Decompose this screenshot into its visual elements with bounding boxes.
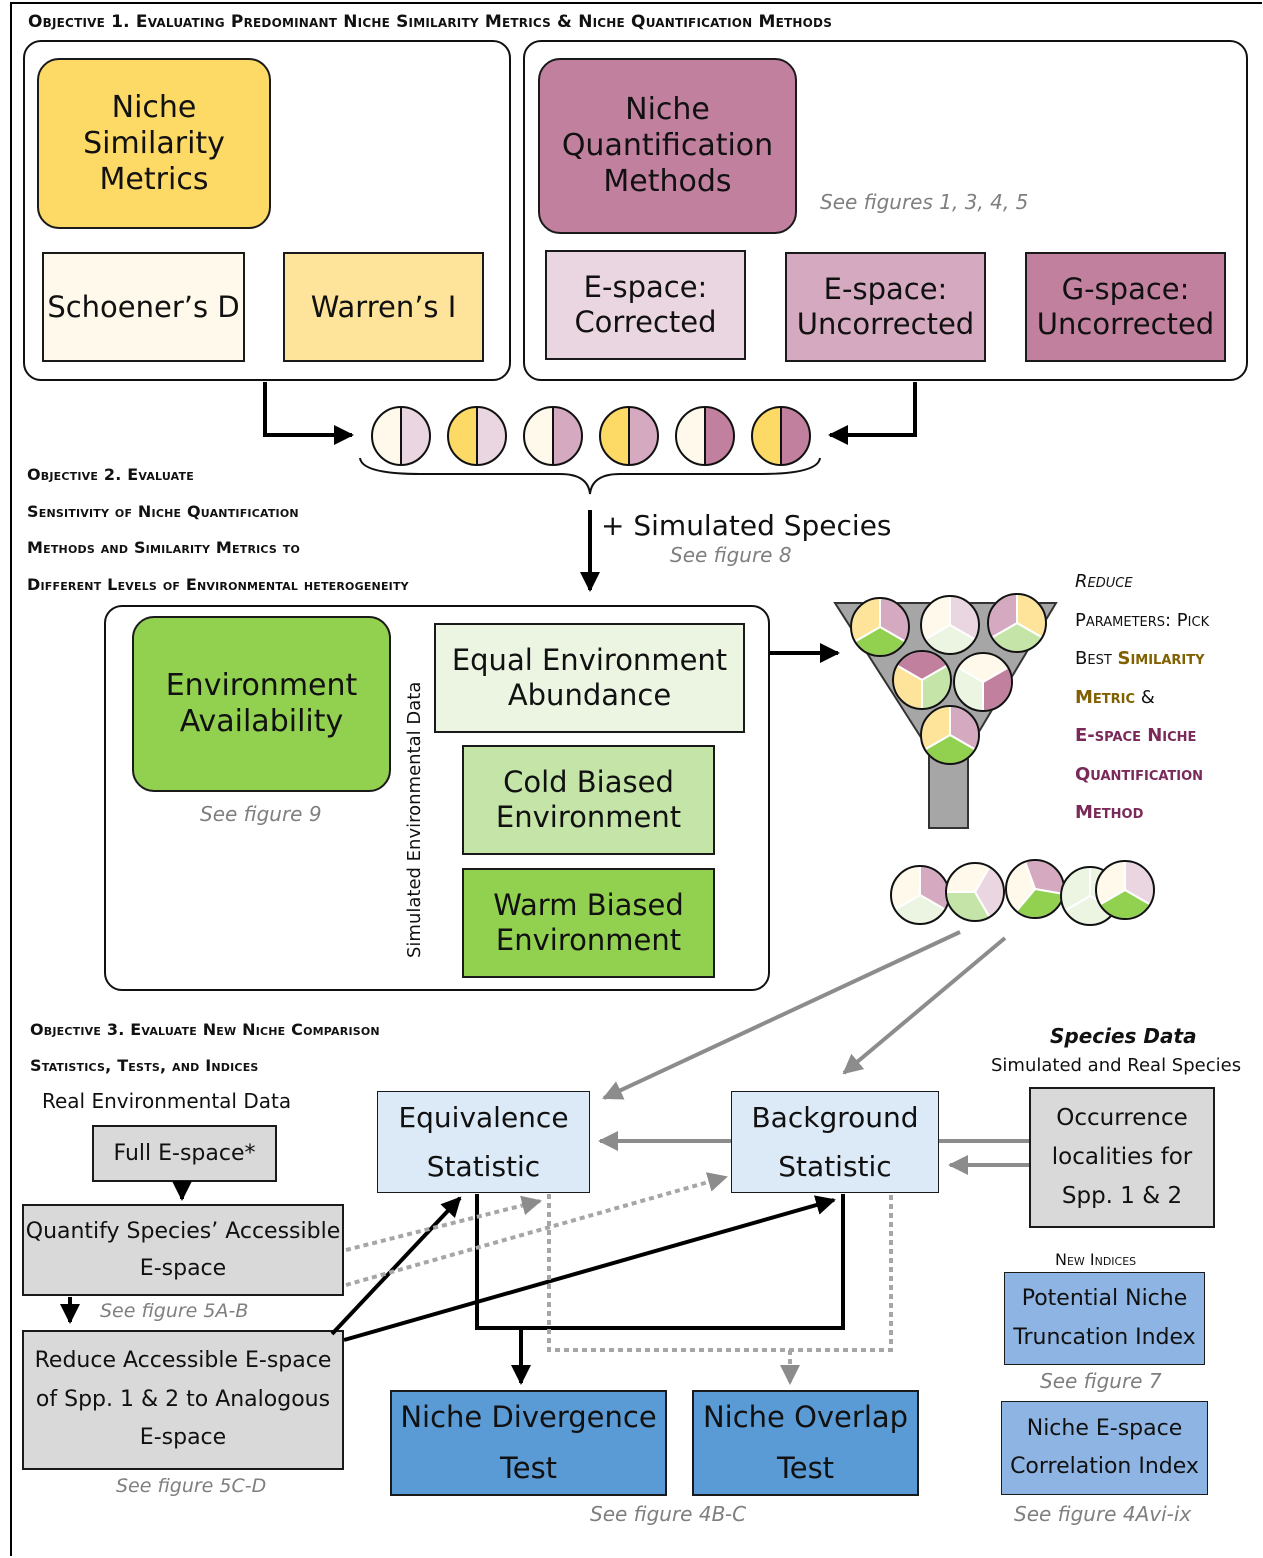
correlation-index-box: Niche E-space Correlation Index [1001,1401,1208,1495]
pairs-brace [359,457,821,495]
objective2-heading-line3: Methods and Similarity Metrics to [27,538,301,557]
reduce-line3-similarity: Similarity [1117,648,1205,669]
selected-circle-2 [944,862,1005,922]
reduce-to-equivalence-arrow [330,1196,462,1336]
obj1-connectors [263,382,917,445]
pair-circle-5 [675,406,735,466]
reduce-to-background-arrow [343,1195,836,1342]
warm-biased-box: Warm Biased Environment [462,868,715,978]
see-figure-9: See figure 9 [200,802,322,826]
funnel-circle-4 [892,650,952,711]
gspace-uncorrected-box: G-space: Uncorrected [1025,252,1226,362]
reduce-line4-metric: Metric [1075,686,1136,708]
warrens-i-box: Warren’s I [283,252,484,362]
pair-circle-3 [523,406,583,466]
species-data-subtitle: Simulated and Real Species [991,1055,1242,1076]
funnel-circle-3 [987,592,1047,653]
real-env-data-label: Real Environmental Data [42,1089,292,1113]
outer-frame [10,2,1262,1556]
see-figure-4b-c: See figure 4B-C [590,1502,747,1526]
quantify-to-equivalence-dotted [345,1195,542,1252]
reduce-line1: Reduce [1075,571,1133,592]
funnel-tri-circles [850,592,1047,765]
pair-circle-2 [447,406,507,466]
reduce-line5: E-space Niche [1075,725,1197,746]
funnel-circle-5 [953,652,1013,713]
objective2-heading: Objective 2. Evaluate Sensitivity of Nic… [27,457,409,603]
chain-to-equivalence-arrow [602,930,961,1100]
cold-biased-box: Cold Biased Environment [462,745,715,855]
quantification-to-pairs-arrow [828,382,917,445]
quantify-to-background-dotted [345,1172,728,1287]
equal-environment-box: Equal Environment Abundance [434,623,745,733]
reduce-line2-text: Parameters: Pick [1075,609,1210,631]
niche-divergence-test-box: Niche Divergence Test [390,1390,667,1496]
pair-circle-1 [371,406,431,466]
selected-circle-1 [890,864,950,925]
see-figure-7: See figure 7 [1040,1369,1162,1393]
reduce-line7: Method [1075,802,1144,823]
see-figure-5c-d: See figure 5C-D [116,1475,267,1497]
funnel-circle-6 [920,704,980,765]
objective1-heading: Objective 1. Evaluating Predominant Nich… [28,12,833,32]
funnel-circle-1 [850,596,910,657]
statistics-join-line [475,1194,845,1330]
background-statistic-box: Background Statistic [731,1091,939,1193]
objective2-heading-line4: Different Levels of Environmental hetero… [27,574,409,594]
reduce-accessible-box: Reduce Accessible E-space of Spp. 1 & 2 … [22,1330,344,1470]
reduce-line4: Metric & [1075,679,1209,718]
species-data-title: Species Data [1050,1024,1197,1048]
new-indices-label: New Indices [1055,1250,1137,1269]
similarity-to-pairs-arrow [263,382,354,445]
selected-circle-5 [1095,859,1155,920]
reduce-parameters-note: Reduce Parameters: Pick Best Similarity … [1075,563,1209,833]
see-figure-5a-b: See figure 5A-B [100,1300,249,1322]
reduce-line6: Quantification [1075,763,1204,785]
objective3-heading: Objective 3. Evaluate New Niche Comparis… [30,1012,380,1084]
niche-overlap-test-box: Niche Overlap Test [692,1390,919,1496]
objective2-heading-line1: Objective 2. Evaluate [27,465,194,484]
reduce-line4-amp: & [1135,686,1155,708]
objective3-heading-line1: Objective 3. Evaluate New Niche Comparis… [30,1020,380,1039]
selected-circle-3 [1005,859,1065,919]
see-figure-4avi-ix: See figure 4Avi-ix [1014,1502,1192,1526]
metric-method-pair-circles [371,406,811,466]
truncation-index-box: Potential Niche Truncation Index [1004,1272,1205,1365]
pair-circle-4 [599,406,659,466]
schoeners-d-box: Schoener’s D [42,252,245,362]
niche-similarity-metrics-box: Niche Similarity Metrics [37,58,271,229]
niche-quantification-methods-box: Niche Quantification Methods [538,58,797,234]
reduce-line3-best: Best [1075,648,1118,669]
simulated-species-label: + Simulated Species [601,509,892,542]
selected-tri-circles [890,859,1155,926]
equivalence-statistic-box: Equivalence Statistic [377,1091,590,1193]
espace-corrected-box: E-space: Corrected [545,250,746,360]
funnel-circle-2 [920,594,980,655]
occurrence-localities-box: Occurrence localities for Spp. 1 & 2 [1029,1087,1215,1228]
reduce-line3: Best Similarity [1075,640,1209,679]
pair-circle-6 [751,406,811,466]
see-figure-8: See figure 8 [670,543,792,567]
statistics-dotted-join [547,1194,893,1352]
chain-to-background-arrow [842,936,1007,1075]
see-figures-1-3-4-5: See figures 1, 3, 4, 5 [820,190,1029,214]
objective3-heading-line2: Statistics, Tests, and Indices [30,1056,259,1075]
reduce-line2: Parameters: Pick [1075,602,1209,641]
environment-availability-box: Environment Availability [132,616,391,792]
espace-uncorrected-box: E-space: Uncorrected [785,252,986,362]
quantify-accessible-box: Quantify Species’ Accessible E-space [22,1204,344,1296]
objective2-heading-line2: Sensitivity of Niche Quantification [27,501,299,521]
